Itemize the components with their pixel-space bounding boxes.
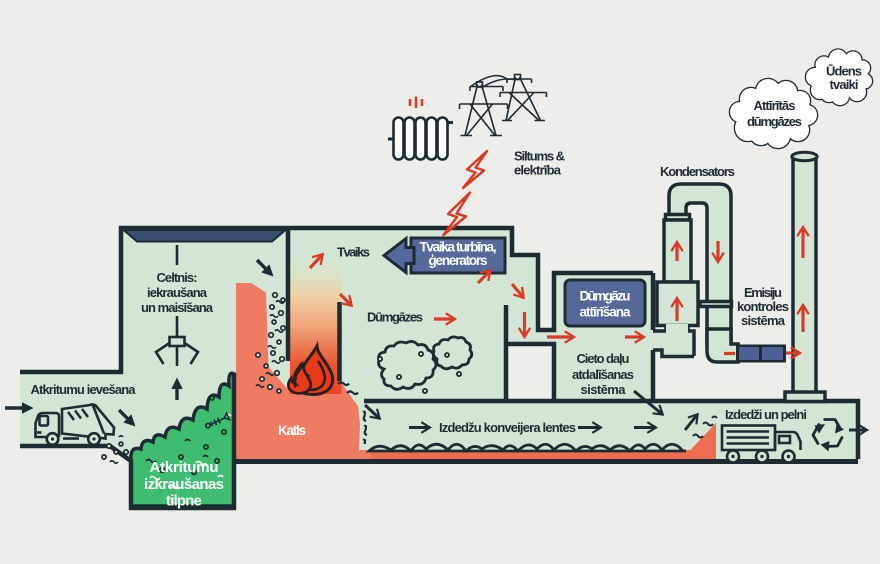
svg-text:Dūmgāzes: Dūmgāzes [367, 310, 423, 325]
svg-text:Izdedži un pelni: Izdedži un pelni [725, 407, 807, 422]
svg-text:Katls: Katls [278, 423, 306, 438]
svg-text:Celtnis:: Celtnis: [157, 270, 198, 285]
svg-text:dūmgāzes: dūmgāzes [747, 114, 802, 129]
svg-text:Ūdens: Ūdens [826, 64, 862, 79]
svg-text:ģenerators: ģenerators [429, 253, 488, 268]
svg-text:sistēma: sistēma [581, 382, 627, 397]
svg-text:tvaiki: tvaiki [830, 77, 859, 92]
svg-text:iekraušana: iekraušana [147, 285, 208, 300]
svg-text:un maisīšana: un maisīšana [141, 300, 214, 315]
svg-text:izkraušanas: izkraušanas [144, 476, 224, 493]
svg-text:sistēma: sistēma [741, 313, 786, 328]
svg-text:Dūmgāzu: Dūmgāzu [580, 289, 631, 304]
svg-text:attīrīšana: attīrīšana [580, 305, 631, 320]
svg-text:Izdedžu konveijera lentes: Izdedžu konveijera lentes [439, 420, 576, 435]
svg-text:kontroles: kontroles [737, 299, 789, 314]
svg-text:Tvaika turbīna,: Tvaika turbīna, [420, 240, 497, 255]
svg-text:atdalīšanas: atdalīšanas [572, 367, 634, 382]
svg-text:Atkritumu: Atkritumu [150, 459, 219, 476]
svg-text:Emisiju: Emisiju [744, 285, 782, 300]
svg-text:Atkritumu ievešana: Atkritumu ievešana [31, 382, 137, 397]
svg-text:Kondensators: Kondensators [660, 164, 735, 179]
svg-text:elektrība: elektrība [514, 163, 562, 178]
svg-text:Cieto daļu: Cieto daļu [577, 351, 630, 366]
svg-text:tilpne: tilpne [166, 493, 202, 510]
svg-text:Attīrītās: Attīrītās [754, 98, 796, 113]
svg-text:Tvaiks: Tvaiks [337, 245, 370, 260]
svg-text:Siltums &: Siltums & [514, 149, 565, 164]
